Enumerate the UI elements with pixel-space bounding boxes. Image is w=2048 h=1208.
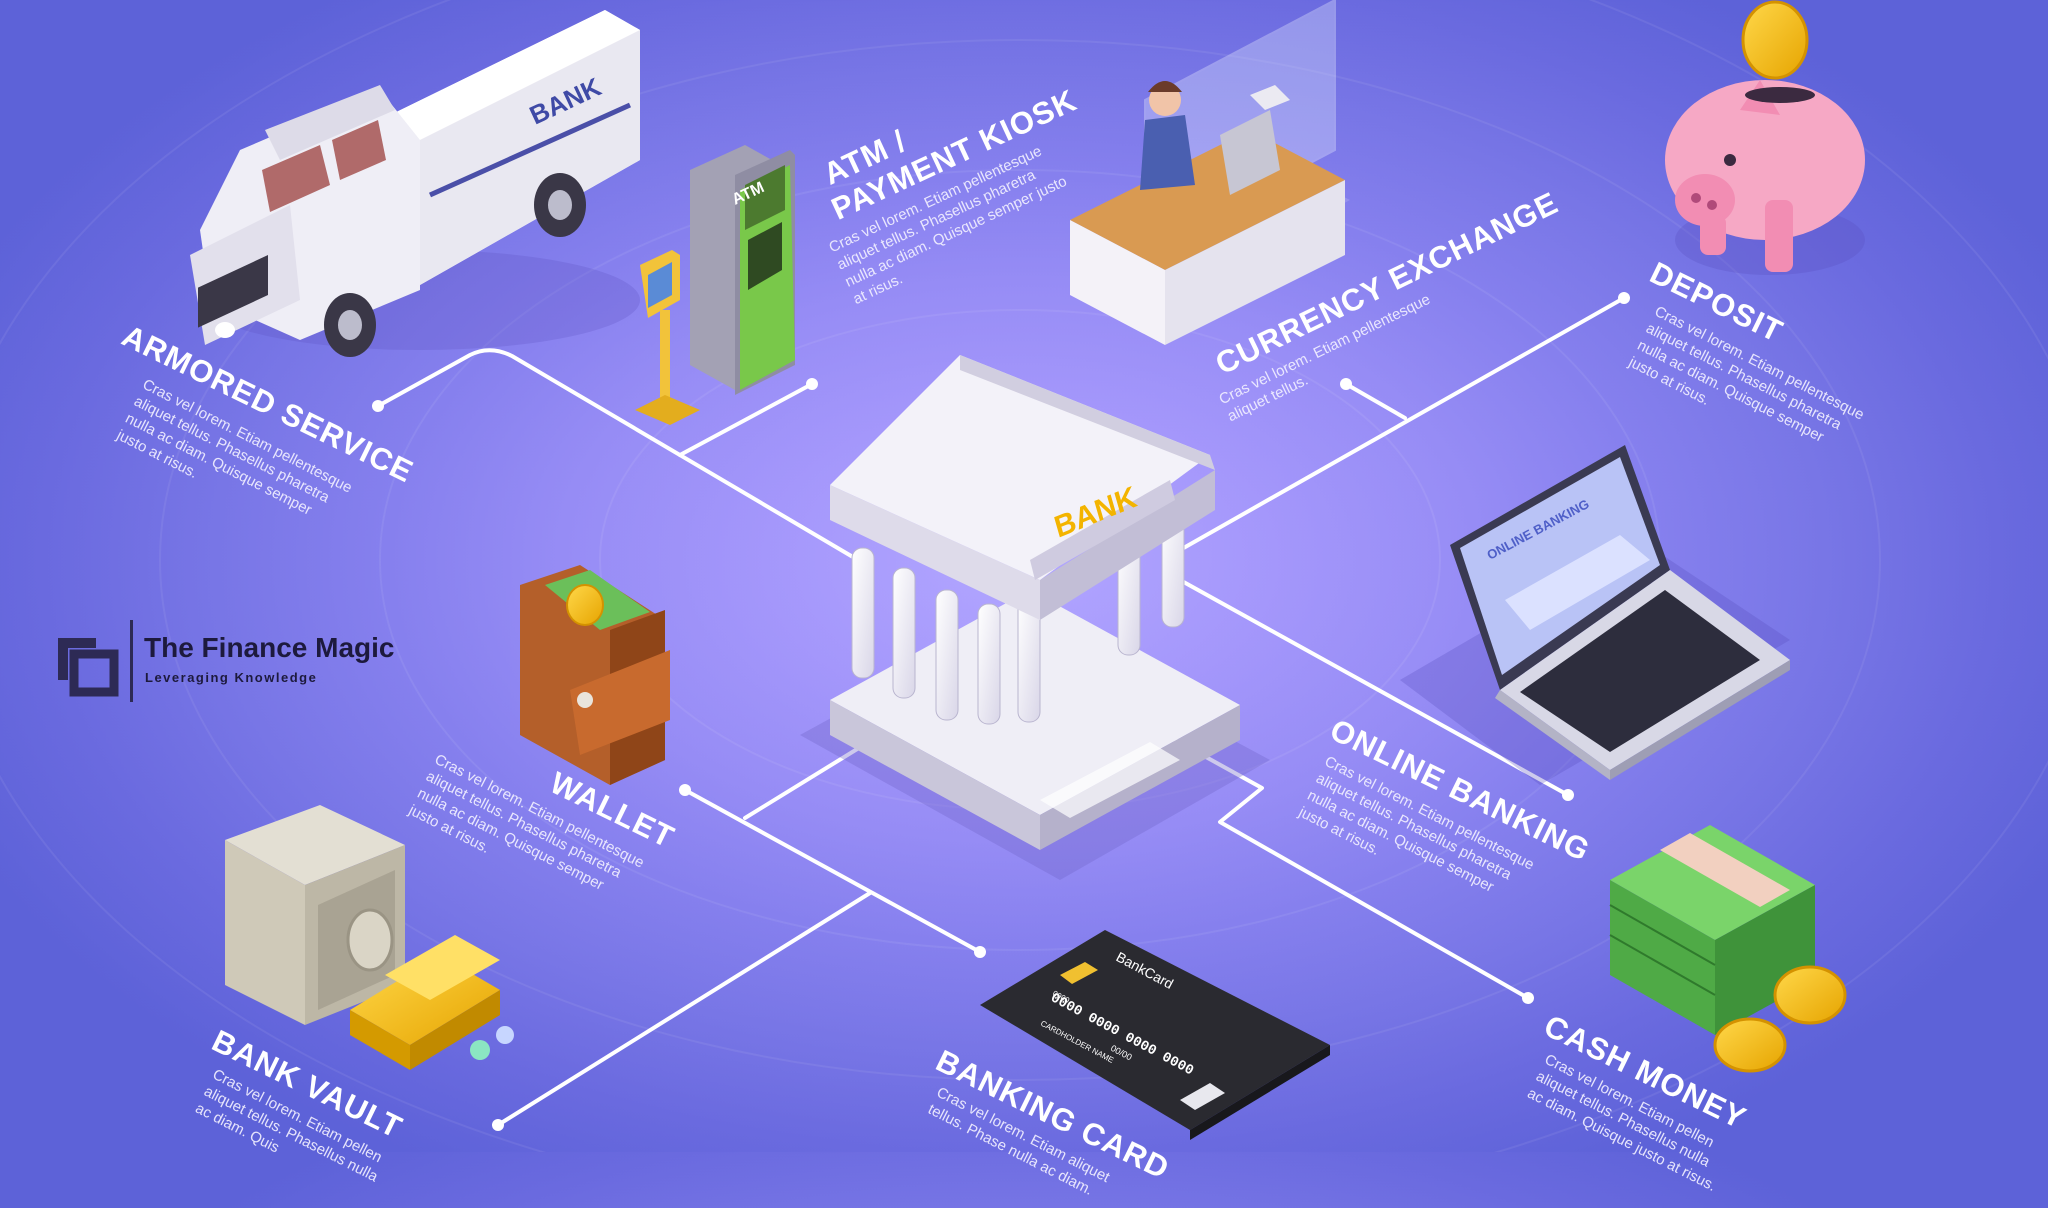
wallet-icon [520,565,670,785]
logo-mark-icon [58,638,119,697]
logo-divider [130,620,133,702]
piggy-bank-icon [1665,0,1865,275]
connector-currency-exchange [1344,382,1407,420]
armored-truck-icon: BANK [190,10,640,357]
connector-deposit [1178,296,1626,552]
atm-kiosk-icon: ATM [635,145,795,425]
logo-tagline: Leveraging Knowledge [145,670,318,685]
brand-logo: The Finance Magic Leveraging Knowledge [52,620,422,706]
connector-bank-vault [496,891,872,1127]
infographic-stage: BANK BANK ATM [52,0,1867,1199]
safe-icon [225,805,514,1070]
connector-dots [372,292,1630,1131]
bank-building-icon: BANK [800,355,1270,880]
logo-brand-name: The Finance Magic [144,632,395,663]
connector-online-banking [1178,578,1570,797]
exchange-desk-icon [1070,0,1350,345]
connector-atm [678,382,814,457]
connector-wallet [683,788,982,954]
laptop-icon: ONLINE BANKING [1400,445,1790,785]
infographic-art: BANK BANK ATM [190,0,1865,1140]
cash-stack-icon [1609,825,1847,1073]
connector-armored-service [376,348,860,562]
